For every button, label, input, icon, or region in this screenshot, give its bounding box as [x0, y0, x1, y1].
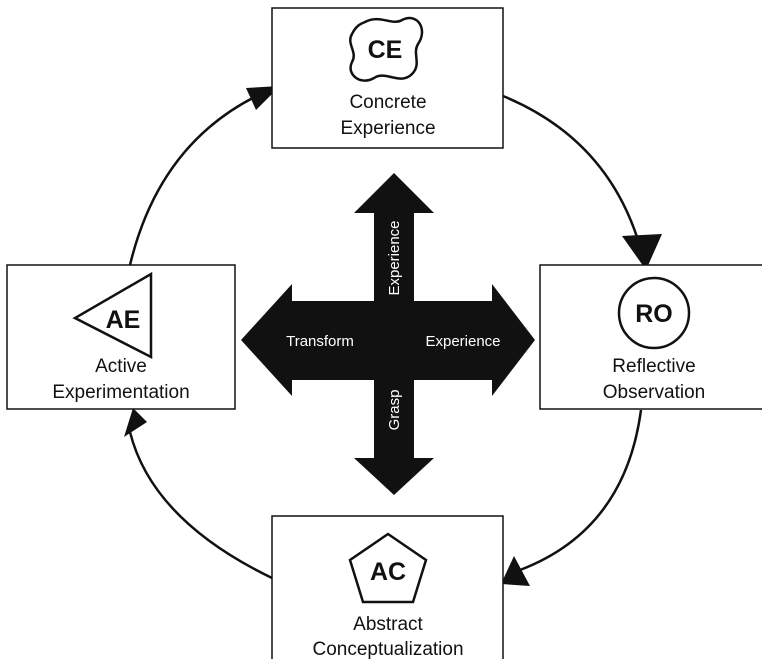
ac-label-line1: Abstract: [353, 614, 423, 635]
blob-icon: [349, 16, 424, 82]
arrowhead-into-ac: [501, 556, 530, 586]
cross-label-right: Experience: [425, 333, 500, 350]
ac-abbr: AC: [370, 558, 406, 586]
ro-abbr: RO: [635, 300, 673, 328]
ce-abbr: CE: [368, 36, 403, 64]
arrowhead-into-ro: [622, 234, 662, 270]
cycle-arrowheads: [124, 86, 662, 586]
ac-label-line2: Conceptualization: [312, 639, 463, 659]
pentagon-icon: [348, 532, 428, 604]
arc-ce-to-ro: [502, 94, 643, 251]
stage-active-experimentation: AE Active Experimentation: [6, 264, 236, 410]
arc-ac-to-ae: [128, 431, 273, 580]
cross-label-up: Experience: [386, 220, 403, 295]
arrowhead-into-ae: [124, 408, 147, 437]
stage-abstract-conceptualization: AC Abstract Conceptualization: [271, 515, 504, 659]
stage-concrete-experience: CE Concrete Experience: [271, 7, 504, 149]
triangle-icon: [72, 271, 153, 360]
ae-abbr: AE: [106, 306, 141, 334]
circle-icon: [617, 276, 691, 350]
ce-label-line1: Concrete: [349, 92, 426, 113]
cross-label-left: Transform: [286, 333, 354, 350]
stage-reflective-observation: RO Reflective Observation: [539, 264, 762, 410]
arc-ro-to-ac: [519, 409, 643, 572]
ro-label-line2: Observation: [603, 382, 705, 403]
central-cross-arrow: [241, 173, 535, 495]
cycle-arrows: [128, 90, 643, 580]
ae-label-line1: Active: [95, 356, 147, 377]
ae-label-line2: Experimentation: [52, 382, 189, 403]
ce-label-line2: Experience: [340, 118, 435, 139]
arc-ae-to-ce: [128, 90, 266, 266]
cross-label-down: Grasp: [386, 390, 403, 431]
ro-label-line1: Reflective: [612, 356, 695, 377]
